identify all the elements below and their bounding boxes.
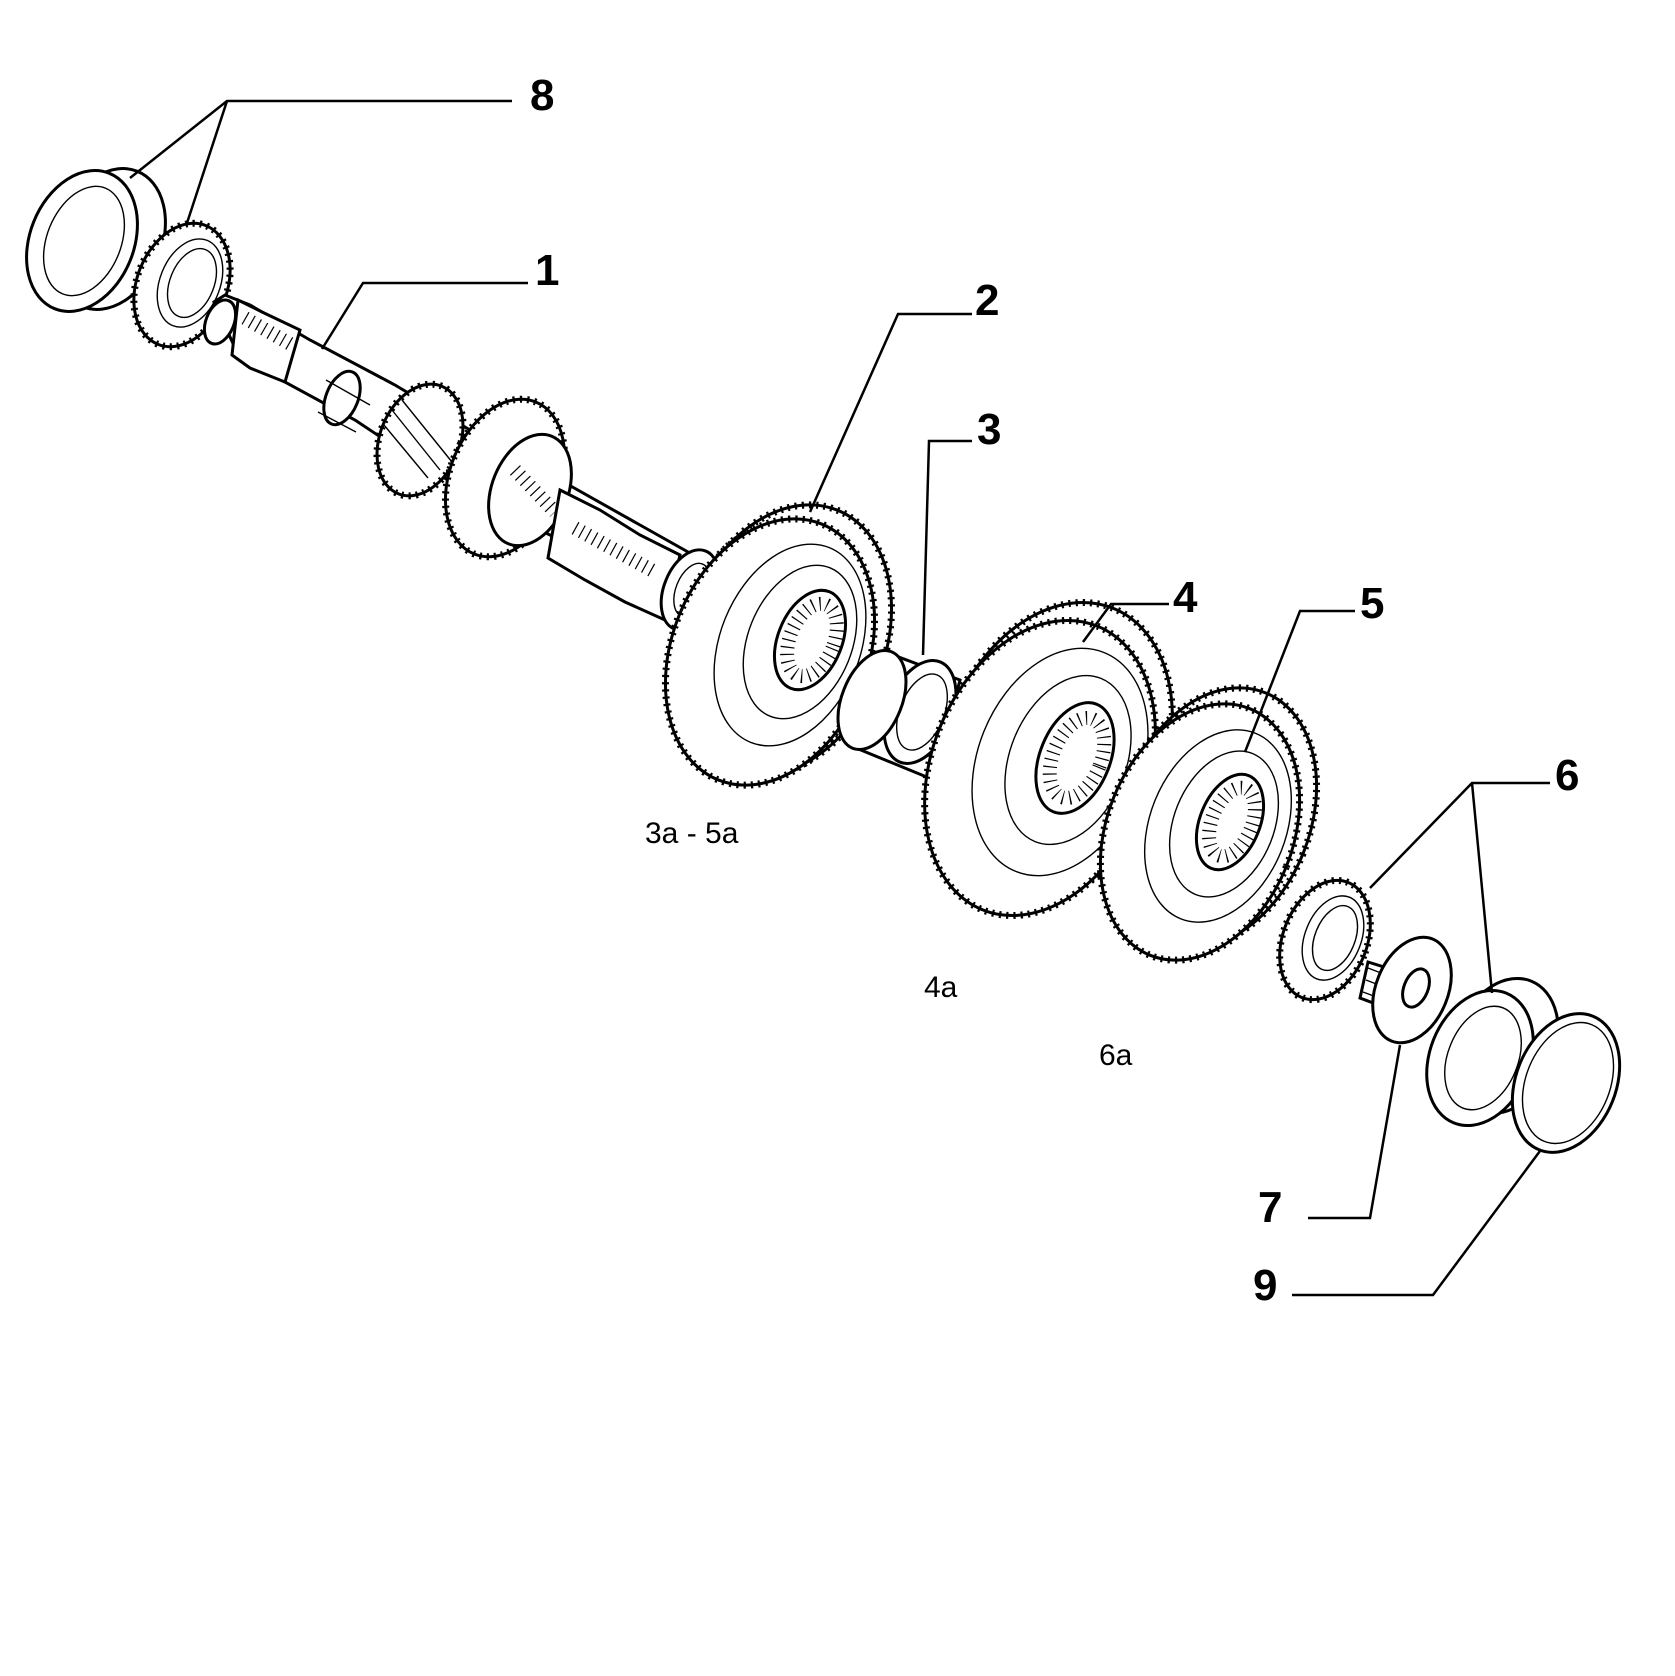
callout-8: 8: [530, 71, 554, 120]
part-6-bearing-cone: [1276, 876, 1374, 1004]
leader-6: [1369, 781, 1550, 889]
callout-4: 4: [1173, 573, 1198, 622]
leader-2: [808, 312, 972, 513]
part-2-gear-3a-5a: [661, 501, 896, 789]
leader-5: [1243, 609, 1355, 753]
leader-7: [1308, 1044, 1402, 1220]
part-5-gear-6a: [1096, 684, 1321, 964]
callout-2: 2: [975, 276, 999, 325]
leader-8: [129, 99, 512, 179]
leader-4: [1081, 602, 1169, 643]
leader-lines: [129, 99, 1550, 1297]
part-8-bearing-cup: [25, 167, 167, 313]
callout-3: 3: [977, 405, 1001, 454]
part-7-nut: [1358, 935, 1453, 1045]
callout-5: 5: [1360, 579, 1384, 628]
leader-1: [320, 281, 528, 350]
part-9-shim: [1510, 1012, 1622, 1154]
callout-1: 1: [535, 246, 559, 295]
gear-label-4a: 4a: [924, 971, 958, 1004]
leader-3: [921, 439, 972, 656]
part-1-shaft: [202, 293, 722, 632]
callout-7: 7: [1258, 1183, 1282, 1232]
gear-label-3a-5a: 3a - 5a: [645, 817, 739, 850]
callout-9: 9: [1253, 1261, 1277, 1310]
leader-9: [1292, 1150, 1542, 1297]
callout-6: 6: [1555, 751, 1579, 800]
gear-label-6a: 6a: [1099, 1039, 1133, 1072]
